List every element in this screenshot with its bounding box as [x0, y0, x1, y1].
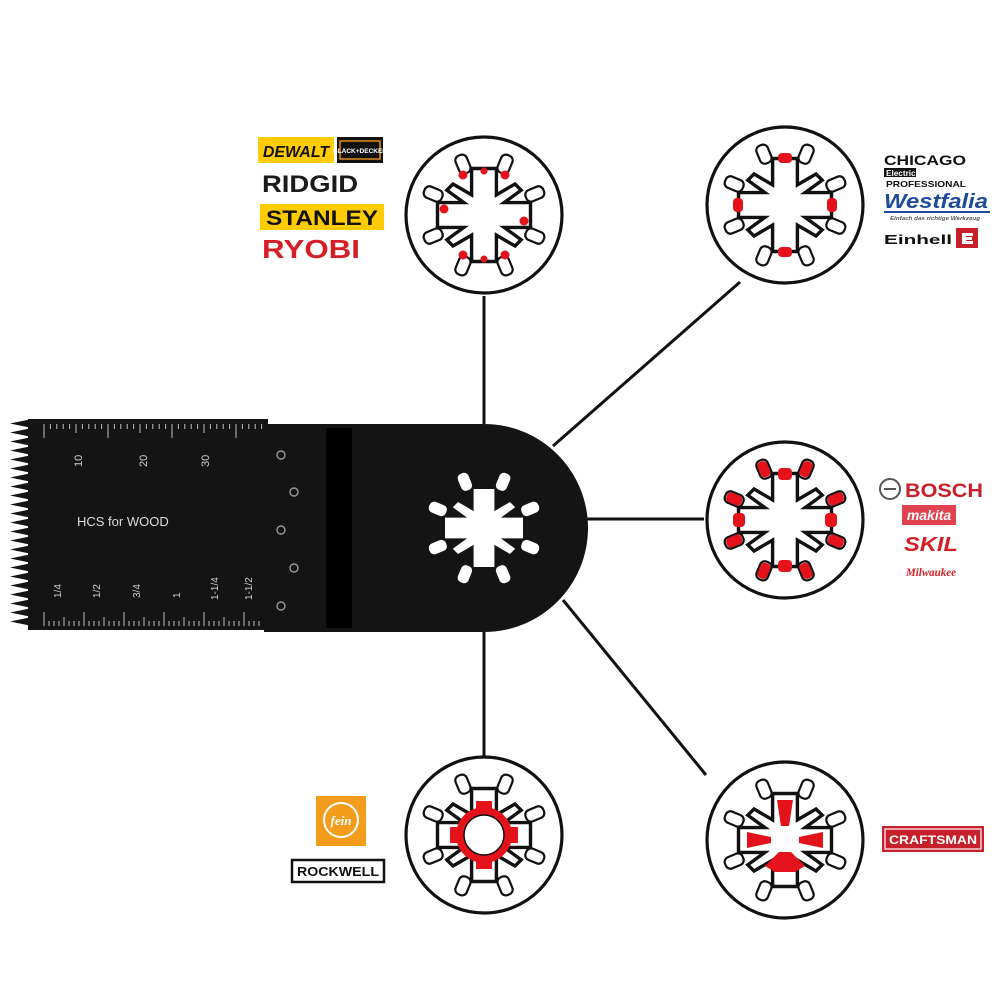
inch-tick-label: 1/2: [92, 584, 103, 598]
brand-skil: SKIL: [904, 534, 958, 556]
bosch-logo-mark: [879, 478, 901, 500]
adapter-center-ring-pattern: [406, 757, 562, 913]
brand-stanley: STANLEY: [266, 207, 378, 230]
brand-dewalt: DEWALT: [263, 144, 331, 161]
red-slot-fills: [724, 459, 846, 581]
connector-lines: [482, 280, 741, 776]
brand-electric-power-tools: Electric Power Tools: [886, 169, 967, 178]
blade-label: HCS for WOOD: [77, 514, 169, 529]
connector-line-bottom-right: [561, 599, 708, 776]
blade-rivets: [276, 450, 299, 611]
craftsman-logo: [882, 826, 984, 852]
brand-craftsman: CRAFTSMAN: [889, 833, 977, 847]
adapter-arm-tips-pattern: [707, 127, 863, 283]
brand-logos-bottom-left: fein ROCKWELL: [290, 796, 386, 884]
blade-body: [28, 419, 268, 630]
red-tip-markers: [733, 153, 837, 257]
connector-line-top-right: [552, 280, 741, 448]
brand-logos-top-right: CHICAGO Electric Power Tools PROFESSIONA…: [884, 152, 990, 248]
brand-westfalia: Westfalia: [884, 191, 988, 213]
brand-fein: fein: [331, 813, 352, 828]
brand-milwaukee: Milwaukee: [905, 565, 957, 579]
inch-tick-label: 3/4: [132, 584, 143, 598]
brand-logos-bottom-right: CRAFTSMAN: [882, 826, 984, 852]
inch-tick-label: 1: [172, 592, 183, 598]
brand-logos-right: BOSCH makita SKIL Milwaukee: [879, 478, 983, 579]
saw-blade: HCS for WOOD 10 20 30 1/4 1/2 3/4 1 1-1/…: [10, 419, 588, 632]
brand-westfalia-tagline: Einfach das richtige Werkzeug: [890, 216, 981, 222]
adapter-dots-pattern: [406, 137, 562, 293]
blade-teeth: [10, 419, 32, 630]
makita-logo: [902, 505, 956, 525]
brand-ridgid: RIDGID: [262, 171, 358, 198]
stanley-logo: [260, 204, 384, 230]
brand-bosch: BOSCH: [905, 481, 983, 502]
inch-tick-label: 1/4: [53, 584, 64, 598]
brand-rockwell: ROCKWELL: [297, 864, 379, 879]
blade-mount-head: [264, 424, 588, 632]
red-dot-markers: [439, 167, 529, 263]
dewalt-logo: [258, 137, 334, 163]
inch-tick-label: 1-1/2: [244, 577, 255, 600]
blade-ruler-marks: [43, 424, 263, 626]
brand-black-decker: BLACK+DECKER: [333, 148, 387, 155]
blade-bend-shadow: [326, 428, 352, 628]
adapter-full-slots-pattern: [707, 442, 863, 598]
metric-tick-labels: 10 20 30: [73, 455, 212, 467]
inch-tick-label: 1-1/4: [210, 577, 221, 600]
inch-tick-labels: 1/4 1/2 3/4 1 1-1/4 1-1/2: [53, 577, 255, 600]
adapter-prongs-pattern: [707, 762, 863, 918]
electric-power-tools-badge: [884, 168, 916, 177]
brand-logos-top-left: DEWALT BLACK+DECKER RIDGID STANLEY RYOBI: [258, 137, 387, 264]
metric-tick-label: 20: [138, 455, 150, 467]
metric-tick-label: 10: [73, 455, 85, 467]
red-prong-markers: [747, 800, 823, 872]
brand-chicago: CHICAGO: [884, 152, 966, 168]
brand-einhell: Einhell: [884, 232, 952, 247]
metric-tick-label: 30: [200, 455, 212, 467]
rockwell-logo: [290, 858, 386, 884]
brand-ryobi: RYOBI: [262, 234, 360, 264]
brand-chicago-professional: PROFESSIONAL: [886, 179, 966, 189]
brand-makita: makita: [907, 507, 952, 523]
